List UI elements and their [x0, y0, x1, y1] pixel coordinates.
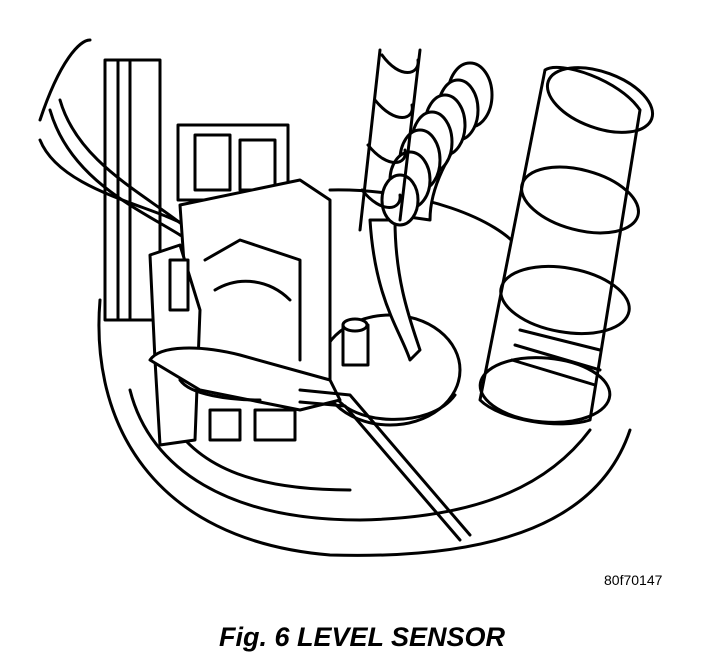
figure-caption: Fig. 6 LEVEL SENSOR [218, 622, 506, 652]
spring-tube-middle [358, 48, 422, 232]
level-sensor-card [148, 243, 342, 447]
electrical-connector [176, 123, 332, 392]
center-post [341, 317, 370, 367]
corrugated-hose [368, 61, 494, 362]
float-arm-rod [298, 388, 472, 542]
spring-tube-right [478, 65, 655, 426]
level-sensor-illustration [38, 38, 655, 557]
figure-reference-code: 80f70147 [604, 572, 663, 588]
